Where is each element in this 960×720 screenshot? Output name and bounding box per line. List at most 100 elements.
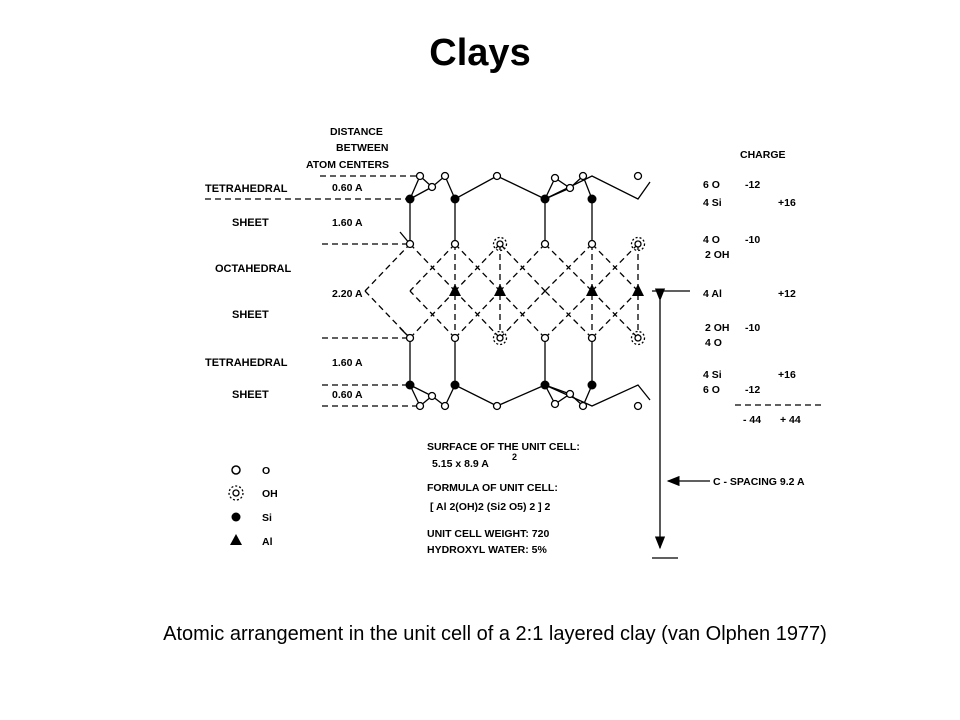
o-atom (440, 401, 450, 411)
oh-group (630, 236, 646, 252)
o-atom (405, 333, 415, 343)
o-atom (427, 182, 437, 192)
octahedral-bonds (364, 243, 639, 339)
o-atom (492, 171, 502, 181)
formula-label: FORMULA OF UNIT CELL: (427, 482, 558, 494)
o-atom (587, 239, 597, 249)
layer-label-sheet-2: SHEET (232, 309, 269, 321)
distance-2: 2.20 A (332, 288, 363, 300)
charge-header: CHARGE (740, 149, 786, 161)
legend-aluminum-icon (230, 534, 242, 545)
surface-label: SURFACE OF THE UNIT CELL: (427, 441, 580, 453)
o-atom (492, 401, 502, 411)
charge-atoms: 4 O (705, 337, 722, 349)
formula: [ Al 2(OH)2 (Si2 O5) 2 ] 2 (430, 501, 551, 513)
o-atom (415, 171, 425, 181)
o-atom (540, 333, 550, 343)
distance-header-line-1: DISTANCE (330, 126, 383, 138)
legend-oxygen-icon (231, 465, 241, 475)
o-atom (540, 239, 550, 249)
level-dashes (205, 175, 420, 407)
legend-label-al: Al (262, 536, 273, 548)
oh-group (492, 330, 508, 346)
legend-silicon-icon (231, 512, 241, 522)
o-atom (550, 173, 560, 183)
o-atom (550, 399, 560, 409)
al-atom (632, 284, 644, 296)
distance-0: 0.60 A (332, 182, 363, 194)
o-atom (587, 333, 597, 343)
legend: O OH Si Al (228, 465, 278, 548)
legend-hydroxyl-icon (228, 485, 244, 501)
o-atom (405, 239, 415, 249)
o-atom (565, 183, 575, 193)
o-atom (415, 401, 425, 411)
layer-label-tetrahedral-top: TETRAHEDRAL (205, 183, 288, 195)
al-atom (449, 284, 461, 296)
o-atom (578, 171, 588, 181)
silicon-atoms (405, 194, 597, 390)
layer-label-sheet-1: SHEET (232, 217, 269, 229)
hydroxyl-water: HYDROXYL WATER: 5% (427, 544, 547, 556)
charge-atoms: 4 O (703, 234, 720, 246)
si-atom (587, 194, 597, 204)
charge-rows: 6 O -12 4 Si +16 4 O -10 2 OH 4 Al +12 2… (703, 179, 796, 396)
charge-atoms: 4 Al (703, 288, 722, 300)
oxygen-atoms (405, 171, 643, 411)
o-atom (450, 333, 460, 343)
aluminum-atoms (449, 284, 644, 296)
legend-label-oh: OH (262, 488, 278, 500)
si-atom (405, 194, 415, 204)
hydroxyl-groups (492, 236, 646, 346)
layer-label-tetrahedral-bottom: TETRAHEDRAL (205, 357, 288, 369)
o-atom (440, 171, 450, 181)
si-atom (540, 380, 550, 390)
unit-cell-info: SURFACE OF THE UNIT CELL: 5.15 x 8.9 A 2… (427, 441, 580, 556)
si-atom (587, 380, 597, 390)
distance-1: 1.60 A (332, 217, 363, 229)
si-atom (405, 380, 415, 390)
distance-header-line-3: ATOM CENTERS (306, 159, 389, 171)
charge-value: +12 (778, 288, 796, 300)
charge-value: +16 (778, 197, 796, 209)
charge-atoms: 6 O (703, 384, 720, 396)
surface-exponent: 2 (512, 452, 517, 462)
si-atom (450, 380, 460, 390)
distance-header-line-2: BETWEEN (336, 142, 389, 154)
figure-caption: Atomic arrangement in the unit cell of a… (163, 623, 827, 645)
legend-label-o: O (262, 465, 270, 477)
o-atom (450, 239, 460, 249)
charge-atoms: 2 OH (705, 322, 730, 334)
unit-cell-weight: UNIT CELL WEIGHT: 720 (427, 528, 549, 540)
al-atom (494, 284, 506, 296)
o-atom (633, 171, 643, 181)
o-atom (578, 401, 588, 411)
charge-atoms: 2 OH (705, 249, 730, 261)
charge-total-positive: + 44 (780, 414, 801, 426)
charge-atoms: 4 Si (703, 369, 722, 381)
o-atom (565, 389, 575, 399)
charge-value: -12 (745, 179, 760, 191)
si-atom (450, 194, 460, 204)
layer-label-sheet-3: SHEET (232, 389, 269, 401)
layer-label-octahedral: OCTAHEDRAL (215, 263, 291, 275)
structure-bonds (399, 174, 651, 408)
distance-4: 0.60 A (332, 389, 363, 401)
charge-atoms: 6 O (703, 179, 720, 191)
o-atom (427, 391, 437, 401)
distance-3: 1.60 A (332, 357, 363, 369)
charge-value: -10 (745, 322, 760, 334)
oh-group (630, 330, 646, 346)
surface-value: 5.15 x 8.9 A (432, 458, 489, 470)
si-atom (540, 194, 550, 204)
c-spacing-label: C - SPACING 9.2 A (713, 476, 805, 488)
oh-group (492, 236, 508, 252)
o-atom (633, 401, 643, 411)
charge-total-negative: - 44 (743, 414, 761, 426)
charge-value: -10 (745, 234, 760, 246)
charge-atoms: 4 Si (703, 197, 722, 209)
charge-value: -12 (745, 384, 760, 396)
c-spacing-bracket (652, 288, 710, 559)
legend-label-si: Si (262, 512, 272, 524)
